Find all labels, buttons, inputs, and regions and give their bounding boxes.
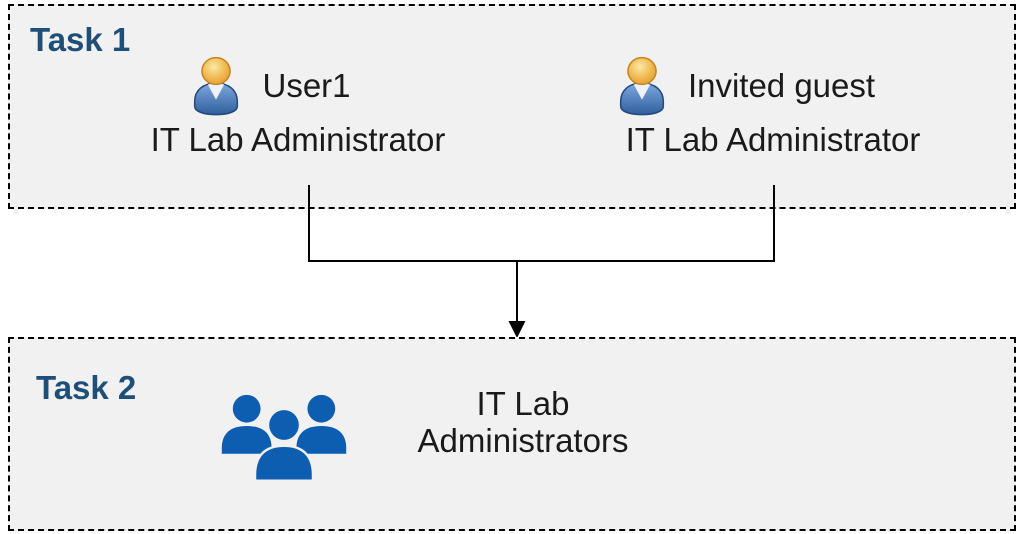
user-icon — [611, 55, 673, 117]
member-user1-row: User1 — [68, 55, 468, 117]
task1-title: Task 1 — [30, 21, 131, 58]
users-group-icon — [217, 390, 351, 482]
task1-box — [8, 4, 1016, 209]
member-invited-guest-row: Invited guest — [543, 55, 943, 117]
member-role: IT Lab Administrator — [625, 121, 921, 158]
member-name: Invited guest — [687, 67, 876, 104]
group-name: IT Lab Administrators — [417, 385, 629, 459]
member-user1: User1 IT Lab Administrator — [98, 55, 498, 163]
member-role: IT Lab Administrator — [150, 121, 446, 158]
task2-title: Task 2 — [36, 369, 137, 406]
member-name: User1 — [262, 67, 351, 104]
task2-box — [8, 337, 1016, 531]
member-invited-guest: Invited guest IT Lab Administrator — [573, 55, 973, 163]
user-icon — [185, 55, 247, 117]
